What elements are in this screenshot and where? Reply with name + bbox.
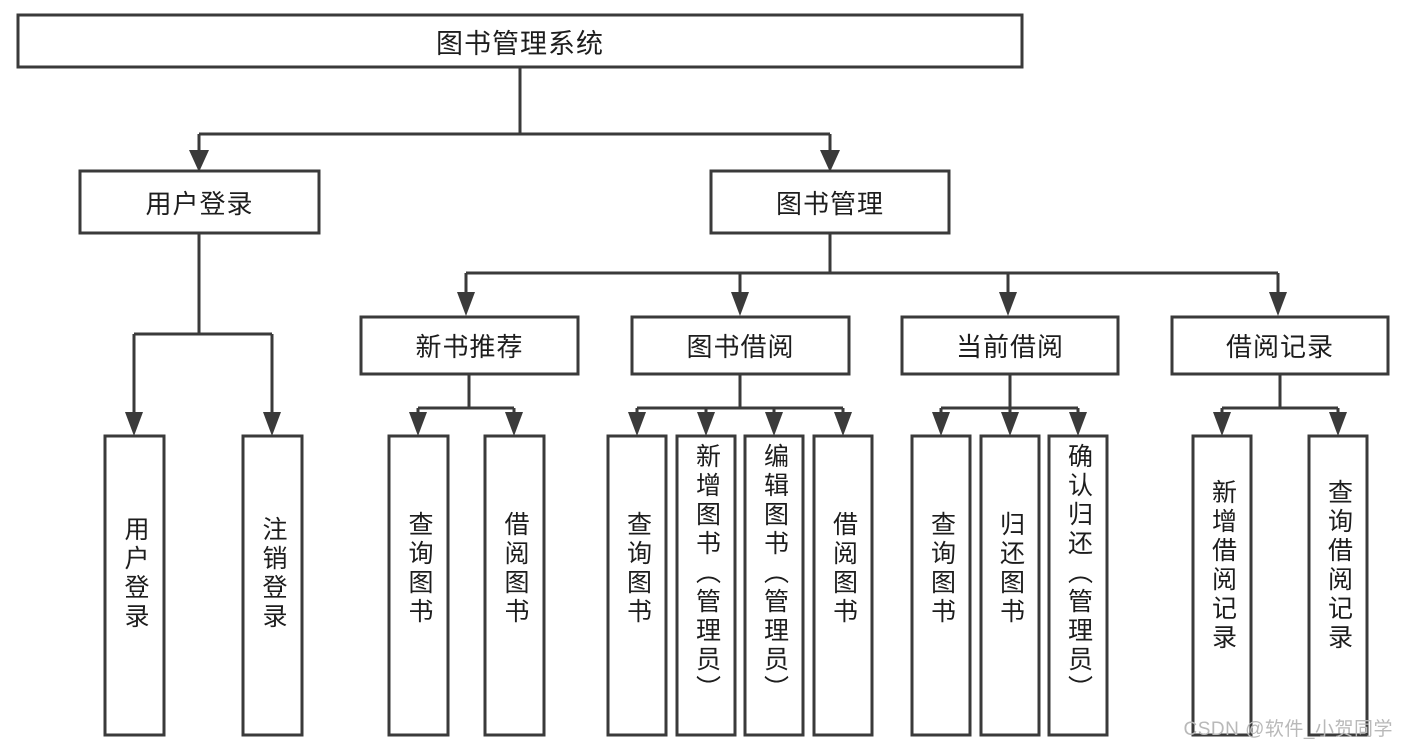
arrowhead-to-user-logout <box>263 412 281 436</box>
connector-login-to-leaves <box>132 234 274 414</box>
node-box-leaf-user-login[interactable] <box>103 434 166 737</box>
connector-newbooks-to-leaves <box>416 375 516 416</box>
arrowhead-to-query-record <box>1329 412 1347 436</box>
node-box-records[interactable] <box>1170 315 1390 376</box>
node-box-bookmgmt[interactable] <box>709 169 951 235</box>
arrowhead-to-query-book-1 <box>409 412 427 436</box>
node-box-leaf-confirm-return[interactable] <box>1047 434 1109 737</box>
arrowhead-to-bookmgmt <box>820 150 840 172</box>
node-box-leaf-edit-book[interactable] <box>743 434 805 737</box>
arrowhead-to-add-record <box>1213 412 1231 436</box>
node-box-leaf-borrow-book-2[interactable] <box>812 434 874 737</box>
arrowhead-to-return-book <box>1001 412 1019 436</box>
connector-root-to-level2 <box>197 67 832 152</box>
node-box-newbooks[interactable] <box>359 315 580 376</box>
node-box-leaf-query-book-1[interactable] <box>387 434 450 737</box>
node-box-leaf-add-record[interactable] <box>1191 434 1253 737</box>
connector-borrow-to-leaves <box>635 375 845 416</box>
node-box-current[interactable] <box>900 315 1120 376</box>
connector-bookmgmt-to-level3 <box>464 234 1280 294</box>
node-box-leaf-query-book-2[interactable] <box>606 434 668 737</box>
arrowhead-to-query-book-3 <box>932 412 950 436</box>
node-box-leaf-query-book-3[interactable] <box>910 434 972 737</box>
arrowhead-to-borrow-book-2 <box>834 412 852 436</box>
arrowhead-to-borrow <box>731 292 749 316</box>
node-box-root[interactable] <box>16 13 1024 69</box>
node-box-leaf-user-logout[interactable] <box>241 434 304 737</box>
arrowhead-to-user-login <box>125 412 143 436</box>
node-box-leaf-borrow-book-1[interactable] <box>483 434 546 737</box>
arrowhead-to-current <box>999 292 1017 316</box>
connector-current-to-leaves <box>939 375 1080 416</box>
connector-records-to-leaves <box>1220 375 1340 416</box>
arrowhead-to-records <box>1269 292 1287 316</box>
arrowhead-to-query-book-2 <box>628 412 646 436</box>
arrowhead-to-edit-book <box>765 412 783 436</box>
node-box-login[interactable] <box>78 169 321 235</box>
arrowhead-to-borrow-book-1 <box>505 412 523 436</box>
arrowhead-to-login <box>189 150 209 172</box>
node-box-leaf-add-book[interactable] <box>675 434 737 737</box>
node-box-leaf-query-record[interactable] <box>1307 434 1369 737</box>
arrowhead-to-add-book <box>697 412 715 436</box>
node-box-borrow[interactable] <box>630 315 851 376</box>
arrowhead-to-newbooks <box>457 292 475 316</box>
node-box-leaf-return-book[interactable] <box>979 434 1041 737</box>
arrowhead-to-confirm-return <box>1069 412 1087 436</box>
